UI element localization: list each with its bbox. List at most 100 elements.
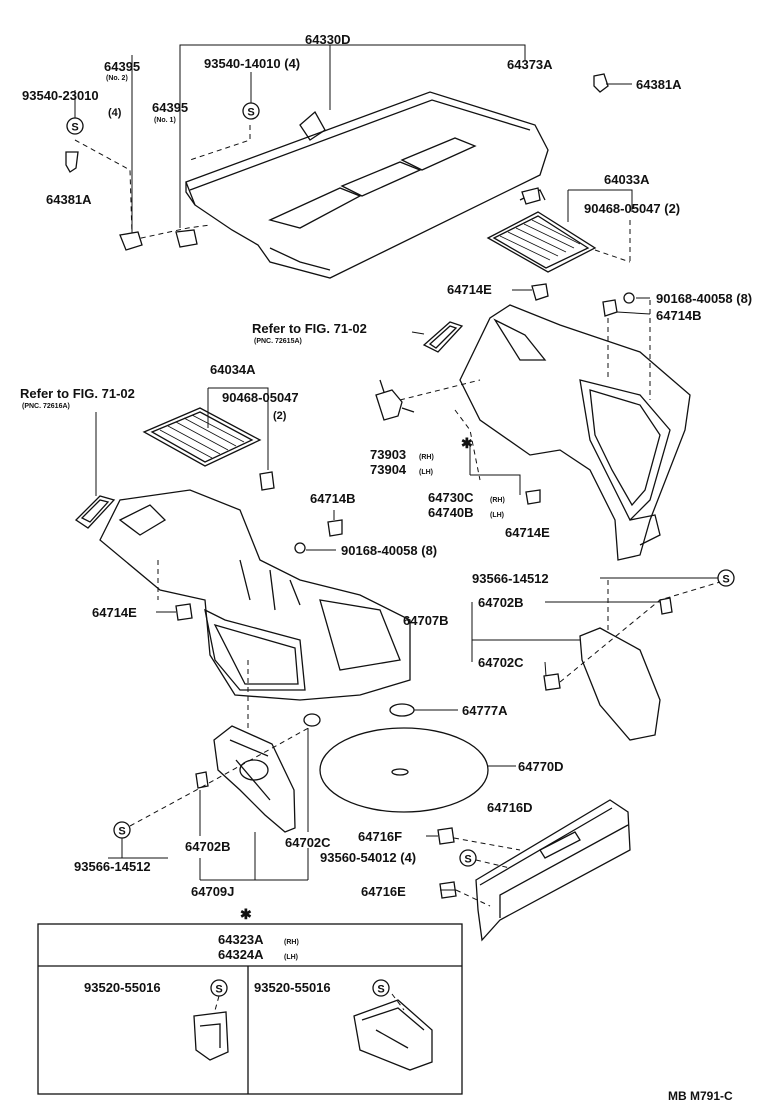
clip-64730C <box>525 489 541 505</box>
svg-text:S: S <box>247 107 254 119</box>
grille-refer-right <box>422 321 464 353</box>
svg-text:S: S <box>464 854 471 866</box>
clip-64714B-center <box>327 519 343 537</box>
package-tray-trim <box>185 91 549 279</box>
label-73904: 73904 <box>370 462 407 477</box>
label-93540-14010: 93540-14010 (4) <box>204 56 300 71</box>
clip-64716F <box>437 827 455 845</box>
svg-text:(RH): (RH) <box>490 497 505 504</box>
dashed-tray-fasteners <box>74 125 251 241</box>
svg-text:S: S <box>215 984 222 996</box>
label-90468-left: 90468-05047 <box>222 390 299 405</box>
grille-refer-left <box>74 495 116 529</box>
label-64714E-left: 64714E <box>92 605 137 620</box>
clip-64714E <box>531 283 549 301</box>
floor-mat-64770D <box>319 727 489 813</box>
clip-64381A-left <box>65 151 79 173</box>
clip-64702C-left <box>303 713 321 727</box>
diagram-code: MB M791-C <box>668 1089 733 1103</box>
label-64716F: 64716F <box>358 829 402 844</box>
label-93520-a: 93520-55016 <box>84 980 161 995</box>
screw-icon: S <box>113 821 131 839</box>
label-64034A: 64034A <box>210 362 256 377</box>
label-64702B-right: 64702B <box>478 595 524 610</box>
clip-64714B-right <box>602 299 618 317</box>
screw-icon: S <box>717 569 735 587</box>
clip-90168-center <box>294 542 306 554</box>
svg-text:S: S <box>377 984 384 996</box>
label-refer-right: Refer to FIG. 71-02 <box>252 321 367 336</box>
screw-icon: S <box>459 849 477 867</box>
label-64714B-center: 64714B <box>310 491 356 506</box>
svg-text:✱: ✱ <box>461 435 473 451</box>
clip-90468-left <box>259 471 275 491</box>
svg-text:(2): (2) <box>273 410 287 422</box>
screw-icon: S <box>372 979 390 997</box>
label-93540-23010: 93540-23010 <box>22 88 99 103</box>
label-64714E-center: 64714E <box>505 525 550 540</box>
label-73903: 73903 <box>370 447 406 462</box>
clip-90168-right <box>623 292 635 304</box>
svg-text:(No. 2): (No. 2) <box>106 75 128 82</box>
label-64707B: 64707B <box>403 613 449 628</box>
clip-64702B-left <box>195 771 209 789</box>
label-90168-right: 90168-40058 (8) <box>656 291 752 306</box>
label-64381A-left: 64381A <box>46 192 92 207</box>
svg-text:(PNC. 72615A): (PNC. 72615A) <box>254 338 302 345</box>
label-refer-left: Refer to FIG. 71-02 <box>20 386 135 401</box>
label-93560: 93560-54012 (4) <box>320 850 416 865</box>
svg-text:(LH): (LH) <box>284 954 298 961</box>
label-64740B: 64740B <box>428 505 474 520</box>
svg-text:(RH): (RH) <box>284 939 299 946</box>
clip-64373A <box>521 187 541 205</box>
svg-text:✱: ✱ <box>240 906 252 922</box>
label-64709J: 64709J <box>191 884 234 899</box>
hook-73903 <box>375 379 415 421</box>
clip-64702C-right <box>543 673 561 691</box>
clip-64395-no2 <box>119 231 143 251</box>
speaker-grille-64034A <box>142 407 262 467</box>
label-64716D: 64716D <box>487 800 533 815</box>
label-90168-center: 90168-40058 (8) <box>341 543 437 558</box>
label-64702C-left: 64702C <box>285 835 331 850</box>
svg-text:(LH): (LH) <box>419 469 433 476</box>
label-64714E-top: 64714E <box>447 282 492 297</box>
panel-64709J <box>213 725 296 833</box>
label-64770D: 64770D <box>518 759 564 774</box>
svg-text:(PNC. 72616A): (PNC. 72616A) <box>22 403 70 410</box>
label-90468-right: 90468-05047 (2) <box>584 201 680 216</box>
svg-text:S: S <box>118 826 125 838</box>
clip-64714E-left <box>175 603 193 621</box>
clip-64395-no1 <box>175 229 198 248</box>
label-64730C: 64730C <box>428 490 474 505</box>
leader-64330D <box>179 44 526 110</box>
svg-text:(No. 1): (No. 1) <box>154 117 176 124</box>
bracket-64716D <box>475 799 631 942</box>
label-64323A: 64323A <box>218 932 264 947</box>
label-64395-no2: 64395 <box>104 59 140 74</box>
speaker-grille-64033A <box>486 211 597 273</box>
label-64777A: 64777A <box>462 703 508 718</box>
svg-text:(RH): (RH) <box>419 454 434 461</box>
leader-64395 <box>131 55 181 240</box>
label-93566-left: 93566-14512 <box>74 859 151 874</box>
label-64395-no1: 64395 <box>152 100 188 115</box>
svg-text:S: S <box>71 122 78 134</box>
svg-text:(4): (4) <box>108 107 122 119</box>
screw-icon: S <box>242 102 260 120</box>
screw-icon: S <box>210 979 228 997</box>
label-64702C-right: 64702C <box>478 655 524 670</box>
label-64330D: 64330D <box>305 32 351 47</box>
clip-64324A <box>353 999 433 1071</box>
side-trim-left <box>99 489 411 701</box>
label-64373A: 64373A <box>507 57 553 72</box>
label-93566-right: 93566-14512 <box>472 571 549 586</box>
label-93520-b: 93520-55016 <box>254 980 331 995</box>
svg-text:(LH): (LH) <box>490 512 504 519</box>
cover-64707B <box>579 627 661 741</box>
part-labels: 64330D 64395 (No. 2) 93540-23010 (4) 935… <box>20 32 752 1103</box>
label-64702B-left: 64702B <box>185 839 231 854</box>
screw-icon: S <box>66 117 84 135</box>
label-64716E: 64716E <box>361 884 406 899</box>
